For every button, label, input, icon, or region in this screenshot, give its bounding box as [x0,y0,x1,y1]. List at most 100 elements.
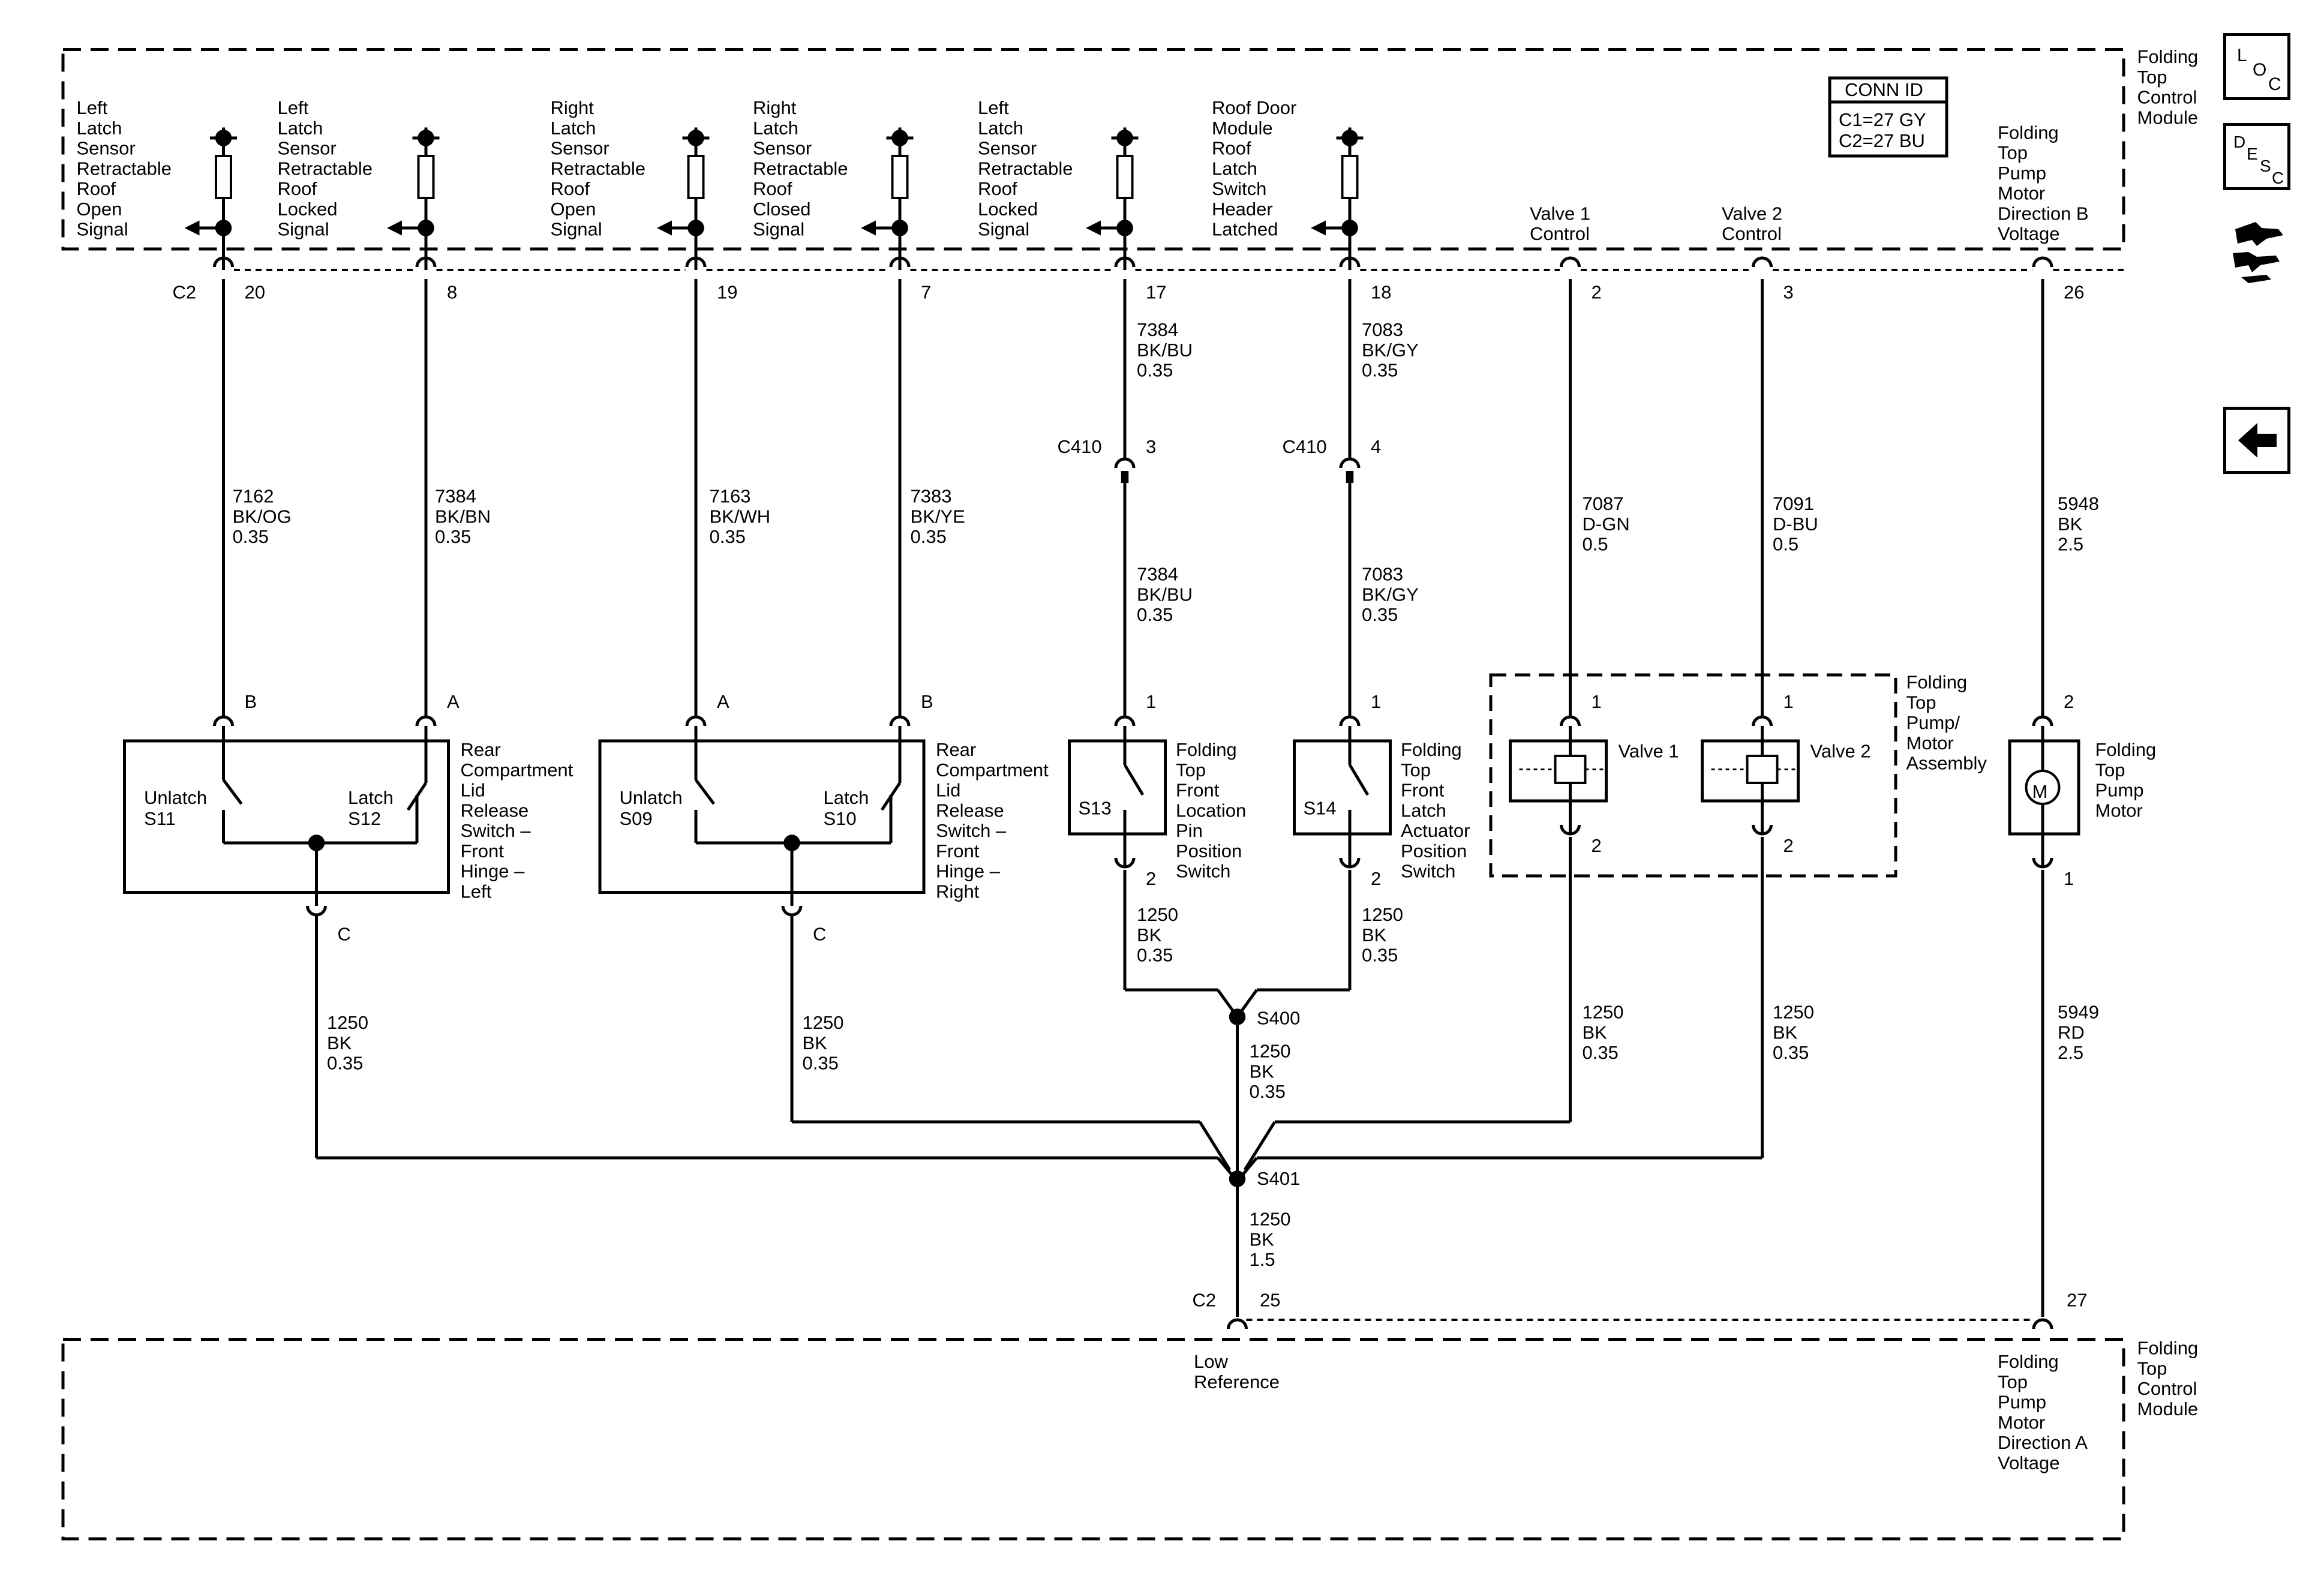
wire-label-line: BK/YE [911,506,965,527]
bottom-module-border [61,1338,2125,1541]
rear-lid-switch-left-name-line: Release [461,800,529,821]
pin-8-label-line: Sensor [278,138,337,159]
pin-19-label-line: Sensor [551,138,609,159]
wire-label-line: 1250 [1250,1209,1291,1230]
wire-label-line: 0.35 [1137,360,1173,381]
rear-lid-switch-right-name-line: Lid [936,780,960,801]
pin-8-label-line: Left [278,97,309,118]
bottom-module-title-line: Control [2137,1378,2197,1399]
loc-icon: L O C [2237,46,2281,94]
pin-27-label-line: Voltage [1998,1452,2059,1473]
pin-25-socket [1227,1318,1248,1329]
pin-20-label-line: Retractable [77,158,172,179]
folding-top-pin-switch-name-line: Front [1176,780,1220,801]
pin-26-label-line: Top [1998,142,2028,163]
rear-lid-switch-left-name-line: Left [461,881,492,902]
rear-lid-switch-right-pin-label: C [813,924,826,945]
folding-top-latch-switch-pin-label: 1 [1371,691,1381,712]
pin-number: 17 [1146,282,1166,303]
rear-lid-switch-left-pin-label: C [338,924,351,945]
pin-7-socket [889,256,911,268]
valve-1-pin-2 [1560,824,1581,836]
pin-8-label-line: Latch [278,118,323,139]
conn-id-title: CONN ID [1845,79,1923,100]
conn-id-line: C1=27 GY [1839,109,1926,130]
rear-lid-switch-left-pin-label: B [245,691,257,712]
rear-lid-switch-right-name-line: Right [936,881,980,902]
diagram-labels: FoldingTopControlModuleFoldingTopControl… [77,46,2199,1473]
wire-label-line: 0.35 [1250,1081,1286,1102]
signal-arrow-icon [387,220,402,236]
motor-icon [2025,770,2061,805]
pin-20-label-line: Signal [77,219,128,240]
pin-number: 20 [245,282,265,303]
c410-pin-number: 4 [1371,436,1381,457]
pin-7-label-line: Roof [753,178,792,199]
rear-lid-switch-right-pin-label: B [921,691,933,712]
folding-top-latch-switch-pin-2 [1339,857,1361,869]
c410-pin-4-block [1346,471,1354,483]
pin-27-label-line: Top [1998,1371,2028,1392]
pin-20-label-line: Sensor [77,138,136,159]
pin-20-label-line: Left [77,97,108,118]
pin-8-label-line: Signal [278,219,329,240]
pump-assembly-name-line: Top [1906,692,1936,713]
rear-lid-switch-right-name-line: Hinge – [936,861,1001,882]
pin-8-label-line: Roof [278,178,317,199]
pump-motor-name-line: Motor [2095,800,2143,821]
pin-3-label-line: Valve 2 [1722,203,1782,224]
folding-top-pin-switch-pin-1 [1114,715,1136,727]
wire-label-line: 7083 [1362,319,1403,340]
wire-label-line: BK [2058,514,2083,535]
pump-assembly-name-line: Pump/ [1906,712,1960,733]
rear-lid-switch-left-name-line: Compartment [461,760,574,781]
pin-17-label-line: Roof [978,178,1017,199]
signal-arrow-icon [1311,220,1326,236]
wire-label-line: 1250 [1773,1002,1814,1023]
ground-wire [1198,1121,1232,1171]
pin-7-label-line: Latch [753,118,798,139]
c410-pin-4-cup [1339,457,1361,469]
back-button[interactable] [2223,407,2290,474]
pin-19-label-line: Roof [551,178,590,199]
pin-7-label-line: Closed [753,199,811,220]
pump-motor-pin-1 [2032,857,2053,869]
pin-2-socket [1560,256,1581,268]
pin-26-label-line: Motor [1998,183,2045,204]
wire-label-line: D-GN [1583,514,1630,535]
pin-25-label-line: Low [1194,1351,1228,1372]
desc-letter-c: C [2272,169,2284,187]
pin-junction [1116,130,1133,146]
wire-label-line: BK/GY [1362,584,1419,605]
wire-label-line: 0.35 [1137,945,1173,966]
wire-label-line: BK [803,1032,828,1053]
c410-label: C410 [1283,436,1327,457]
rear-lid-switch-right-name-line: Rear [936,739,976,760]
folding-top-latch-switch-label: S14 [1304,798,1337,819]
connector-view-button[interactable] [2224,210,2290,300]
pin-junction [215,220,232,236]
pin-19-label-line: Open [551,199,596,220]
pin-junction [1116,220,1133,236]
wire-label-line: 0.35 [1362,360,1398,381]
pin-18-label-line: Roof [1212,138,1251,159]
wire-label-line: 0.5 [1583,534,1608,555]
c410-pin-3-cup [1114,457,1136,469]
rear-lid-switch-left-pin-c [306,905,327,917]
wire-label-line: D-BU [1773,514,1818,535]
c410-pin-3-block [1121,471,1129,483]
splice-s400 [1229,1008,1246,1025]
rear-lid-switch-left-pin-left [213,715,234,727]
loc-button[interactable]: L O C [2223,33,2290,100]
folding-top-latch-switch-name-line: Folding [1401,739,1462,760]
pin-junction [891,130,908,146]
rear-lid-switch-right-unlatch: S09 [620,808,653,829]
folding-top-pin-switch-pin-2 [1114,857,1136,869]
pin-3-socket [1752,256,1773,268]
pin-19-socket [685,256,707,268]
folding-top-pin-switch-name-line: Position [1176,840,1242,861]
pin-17-label-line: Locked [978,199,1038,220]
rear-lid-switch-left-junction [308,834,325,851]
desc-button[interactable]: D E S C [2223,123,2290,190]
